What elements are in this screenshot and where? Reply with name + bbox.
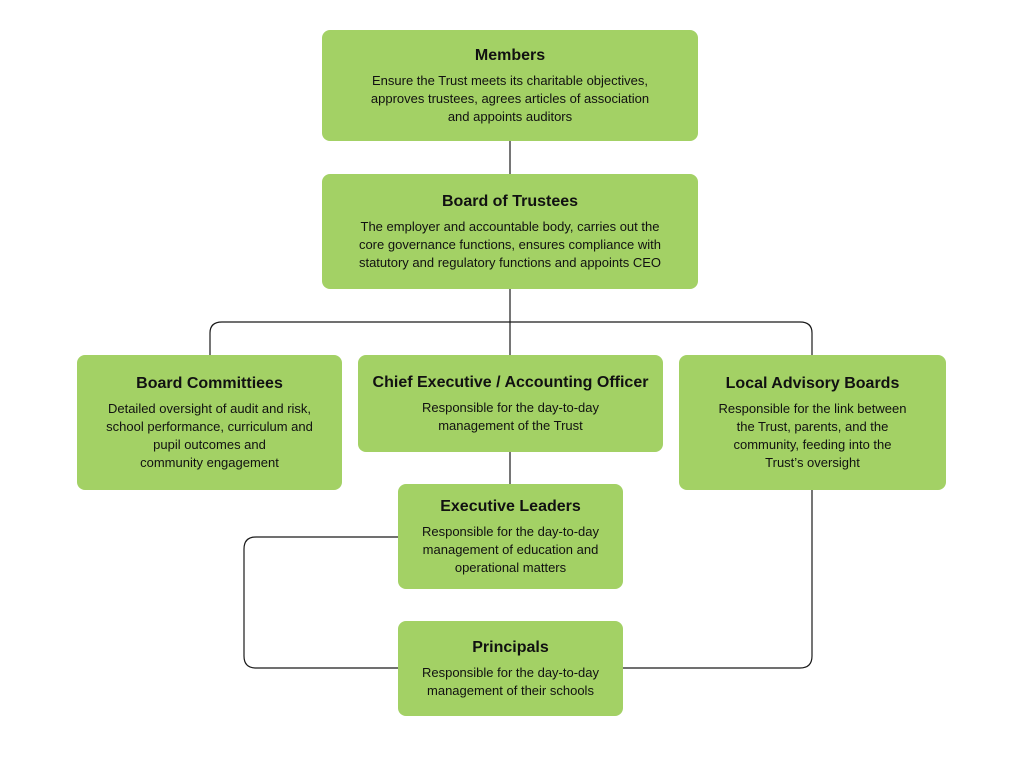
members-title: Members: [474, 46, 546, 64]
connector-branch-bar: [209, 321, 813, 355]
board-committees-box: Board Committiees Detailed oversight of …: [77, 355, 342, 490]
principals-description: Responsible for the day-to-day managemen…: [421, 664, 600, 698]
executive-leaders-box: Executive Leaders Responsible for the da…: [398, 484, 623, 589]
board-committees-title: Board Committiees: [136, 374, 283, 392]
connector-advisory-to-principals: [623, 490, 813, 669]
local-advisory-boards-description: Responsible for the link between the Tru…: [718, 400, 907, 470]
local-advisory-boards-title: Local Advisory Boards: [725, 374, 900, 392]
principals-title: Principals: [472, 638, 549, 656]
chief-executive-box: Chief Executive / Accounting Officer Res…: [358, 355, 663, 452]
members-description: Ensure the Trust meets its charitable ob…: [370, 72, 650, 124]
members-box: Members Ensure the Trust meets its chari…: [322, 30, 698, 141]
connector-executive-leaders-to-principals: [243, 536, 398, 669]
board-of-trustees-title: Board of Trustees: [441, 192, 579, 210]
chief-executive-title: Chief Executive / Accounting Officer: [372, 373, 649, 391]
board-of-trustees-description: The employer and accountable body, carri…: [358, 218, 662, 270]
local-advisory-boards-box: Local Advisory Boards Responsible for th…: [679, 355, 946, 490]
principals-box: Principals Responsible for the day-to-da…: [398, 621, 623, 716]
board-committees-description: Detailed oversight of audit and risk, sc…: [106, 400, 313, 470]
board-of-trustees-box: Board of Trustees The employer and accou…: [322, 174, 698, 289]
chief-executive-description: Responsible for the day-to-day managemen…: [421, 399, 600, 433]
executive-leaders-title: Executive Leaders: [440, 497, 581, 515]
executive-leaders-description: Responsible for the day-to-day managemen…: [421, 523, 600, 575]
